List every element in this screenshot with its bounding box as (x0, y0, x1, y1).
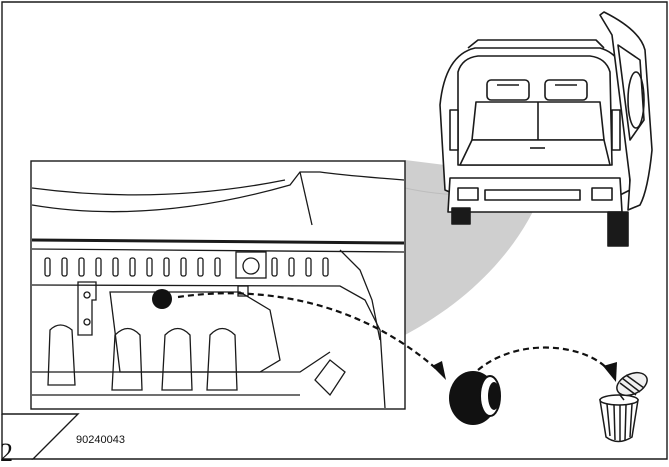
figure-code: 90240043 (76, 434, 125, 446)
rubber-plug (449, 371, 500, 425)
plug-hole (152, 289, 172, 309)
arrowhead-2 (603, 362, 617, 382)
car-rear-view (440, 12, 652, 246)
filter-basket (600, 368, 651, 441)
dashed-arrow-2 (478, 348, 610, 372)
arrowhead-1 (432, 361, 446, 380)
corner-number: 2 (0, 440, 13, 466)
